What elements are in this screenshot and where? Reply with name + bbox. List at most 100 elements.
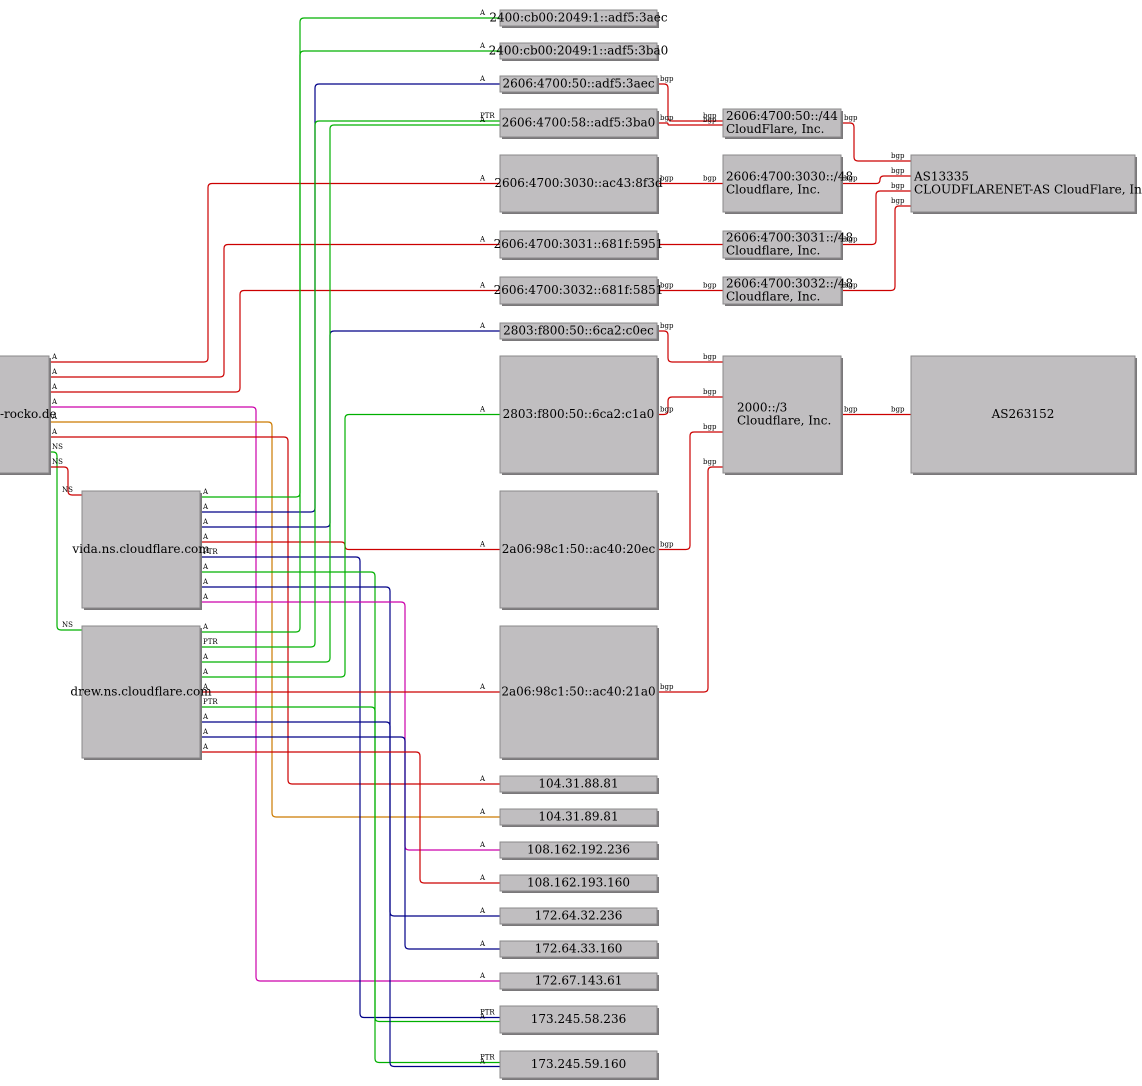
edge-domain-to-ip6-5 — [49, 182, 500, 363]
edge-drew-to-ip4-9 — [200, 706, 500, 1064]
node-drew: drew.ns.cloudflare.com — [70, 625, 212, 760]
node-label: -rocko.de — [0, 407, 57, 421]
node-ip6-10: 2a06:98c1:50::ac40:20ec — [499, 490, 659, 610]
edge-label: bgp — [703, 116, 717, 124]
edge-label: PTR — [480, 1009, 495, 1017]
edge-label-source: NS — [52, 443, 63, 451]
node-as-2: AS263152 — [910, 355, 1137, 475]
edge-label: A — [479, 1058, 486, 1066]
node-label: 2803:f800:50::6ca2:c0ec — [503, 324, 654, 338]
edge-label: A — [479, 907, 486, 915]
node-box — [910, 154, 1136, 213]
edge-vida-to-ip6-1 — [200, 17, 500, 498]
edge-label-source: bgp — [660, 406, 674, 414]
edge-drew-to-ip4-6 — [200, 736, 500, 950]
node-ip4-9: 173.245.59.160 — [499, 1050, 659, 1080]
edge-drew-to-ip6-4 — [200, 120, 500, 648]
edge-vida-to-ip6-3 — [200, 83, 500, 513]
edge-pfx-4-to-as-1 — [841, 205, 911, 292]
node-ip6-4: 2606:4700:58::adf5:3ba0 — [499, 108, 659, 139]
edge-label: bgp — [703, 353, 717, 361]
edge-label-source: A — [51, 368, 58, 376]
edge-domain-to-ip4-1 — [49, 436, 500, 785]
edge-label-source: bgp — [660, 282, 674, 290]
node-label: 172.67.143.61 — [535, 974, 623, 988]
edge-label: PTR — [480, 112, 495, 120]
node-label: 2606:4700:3032::/48 — [726, 277, 853, 291]
edge-vida-to-ip4-8 — [200, 571, 500, 1023]
edge-domain-to-vida — [49, 466, 82, 496]
node-ip6-9: 2803:f800:50::6ca2:c1a0 — [499, 355, 659, 475]
edge-vida-to-ip4-3 — [200, 601, 500, 851]
edge-ip6-11-to-pfx-5 — [657, 466, 723, 693]
edge-label-source: A — [202, 683, 209, 691]
node-label: AS13335 — [913, 170, 969, 184]
node-label: 2606:4700:3030::ac43:8f3d — [494, 176, 663, 190]
edge-label-source: A — [202, 503, 209, 511]
node-label: 2803:f800:50::6ca2:c1a0 — [503, 407, 655, 421]
edge-label-source: bgp — [660, 541, 674, 549]
edge-drew-to-ip4-9 — [200, 721, 500, 1068]
edge-label-source: bgp — [660, 75, 674, 83]
node-box — [722, 108, 842, 138]
edge-label: bgp — [703, 175, 717, 183]
edge-label: A — [479, 874, 486, 882]
node-label: 108.162.192.236 — [527, 843, 630, 857]
node-box — [499, 322, 658, 340]
node-box — [499, 907, 658, 925]
edge-label-source: A — [202, 593, 209, 601]
nodes-layer: -rocko.devida.ns.cloudflare.comdrew.ns.c… — [0, 9, 1142, 1080]
edge-label: A — [479, 9, 486, 17]
edge-drew-to-ip6-2 — [200, 50, 500, 633]
edge-label: A — [479, 116, 486, 124]
edge-label: bgp — [703, 423, 717, 431]
edge-label-source: A — [202, 668, 209, 676]
edge-label: A — [479, 322, 486, 330]
node-ip4-1: 104.31.88.81 — [499, 775, 659, 794]
edge-vida-to-ip6-10 — [200, 541, 500, 551]
node-box — [499, 490, 658, 609]
edge-label: A — [479, 972, 486, 980]
edge-drew-to-ip6-9 — [200, 413, 500, 678]
edge-label: A — [479, 808, 486, 816]
edge-label-source: bgp — [660, 322, 674, 330]
node-box — [499, 230, 658, 259]
edge-label-source: A — [202, 488, 209, 496]
node-box — [722, 154, 842, 213]
node-ip6-2: 2400:cb00:2049:1::adf5:3ba0 — [489, 42, 669, 61]
edge-ip6-8-to-pfx-5 — [657, 330, 723, 363]
edge-ip6-4-to-pfx-1 — [657, 122, 723, 126]
edge-domain-to-ip4-7 — [49, 406, 500, 982]
node-box — [722, 355, 842, 474]
node-label: 2606:4700:3031::/48 — [726, 231, 853, 245]
edge-label-source: A — [202, 518, 209, 526]
edge-label-source: A — [202, 713, 209, 721]
node-ip4-7: 172.67.143.61 — [499, 972, 659, 991]
edges-layer: AAAAAAAAAAAANSNSNSNSAAAAAAAAPTRPTRAAAAAA… — [49, 9, 911, 1068]
edge-label: A — [479, 1013, 486, 1021]
edge-label-source: A — [51, 428, 58, 436]
edge-label-source: PTR — [203, 698, 218, 706]
edge-label-source: A — [51, 383, 58, 391]
edge-label: A — [479, 940, 486, 948]
edge-label: A — [479, 42, 486, 50]
edge-label-source: A — [202, 623, 209, 631]
edge-label: A — [479, 775, 486, 783]
edge-label-source: A — [202, 533, 209, 541]
edge-label-source: bgp — [844, 236, 858, 244]
edge-label-source: bgp — [660, 175, 674, 183]
node-box — [499, 1005, 658, 1034]
node-label: 172.64.33.160 — [535, 942, 623, 956]
node-label: 2400:cb00:2049:1::adf5:3ba0 — [489, 44, 669, 58]
node-label: Cloudflare, Inc. — [726, 244, 820, 258]
edge-label-source: PTR — [203, 638, 218, 646]
node-label: Cloudflare, Inc. — [726, 183, 820, 197]
node-label: Cloudflare, Inc. — [737, 414, 831, 428]
edge-label: A — [479, 282, 486, 290]
node-box — [499, 1050, 658, 1079]
edge-vida-to-ip4-8 — [200, 556, 500, 1019]
